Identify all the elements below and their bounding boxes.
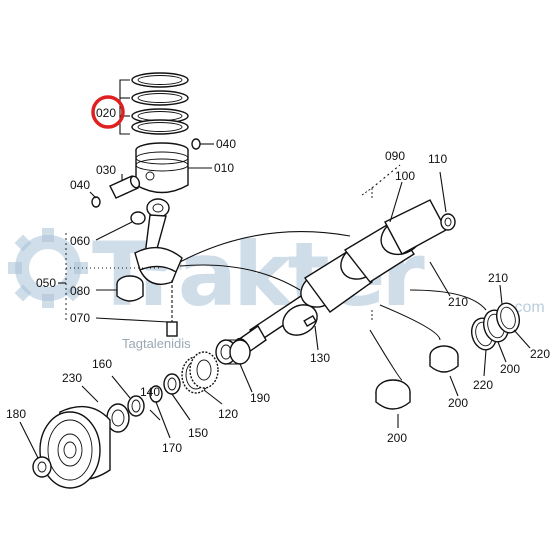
- snap-ring-left: [91, 196, 101, 208]
- callout-020: 020: [96, 106, 116, 120]
- callout-090: 090: [385, 149, 405, 163]
- thrust-assembly: [470, 302, 521, 351]
- crank-collar: [215, 339, 251, 365]
- callout-180: 180: [6, 407, 26, 421]
- callout-200-mid: 200: [448, 396, 468, 410]
- callout-210-center: 210: [448, 295, 468, 309]
- main-bearing-lower: [375, 379, 411, 410]
- callout-220-right: 220: [530, 347, 550, 361]
- rod-bolt: [166, 280, 178, 337]
- callout-110: 110: [428, 152, 447, 166]
- watermark-subtitle: Tagtalenidis: [122, 336, 191, 351]
- callout-130: 130: [310, 351, 330, 365]
- callout-140: 140: [140, 385, 160, 399]
- washer-150: [163, 373, 181, 395]
- callout-120: 120: [218, 407, 238, 421]
- rod-bearing: [116, 275, 144, 302]
- callout-050: 050: [36, 276, 56, 290]
- main-bearing-mid: [429, 345, 459, 373]
- oil-seal-160: [106, 403, 130, 433]
- callout-070: 070: [70, 311, 90, 325]
- crank-gear: [181, 351, 219, 394]
- piston: [135, 142, 189, 194]
- callout-150: 150: [188, 426, 208, 440]
- crank-plug: [440, 213, 456, 231]
- callout-170: 170: [162, 441, 182, 455]
- callout-230-label: 230: [62, 371, 82, 385]
- assembly-arc: [179, 231, 351, 263]
- pulley-nut: [32, 456, 52, 478]
- crank-key: [303, 314, 317, 328]
- callout-190: 190: [250, 391, 270, 405]
- callout-220-left: 220: [473, 378, 493, 392]
- connecting-rod: [134, 198, 183, 285]
- piston-pin: [109, 175, 141, 199]
- callout-200-right: 200: [500, 362, 520, 376]
- callout-200-bottom: 200: [387, 431, 407, 445]
- callout-080: 080: [70, 284, 90, 298]
- crankshaft: [234, 199, 447, 357]
- callout-010: 010: [214, 161, 234, 175]
- highlight-ring: [91, 95, 125, 129]
- rings-bracket: [119, 79, 130, 135]
- watermark-domain: .com: [510, 299, 545, 316]
- callout-060: 060: [70, 234, 90, 248]
- crank-pulley: [39, 405, 111, 489]
- callout-210-right: 210: [488, 271, 508, 285]
- callout-040-top: 040: [216, 137, 236, 151]
- bushing: [130, 211, 146, 225]
- callout-100: 100: [395, 169, 415, 183]
- piston-rings: [131, 72, 189, 135]
- snap-ring: [191, 138, 201, 150]
- callout-160: 160: [92, 357, 112, 371]
- callout-040-left: 040: [70, 178, 90, 192]
- callout-030: 030: [96, 163, 116, 177]
- collar-140: [127, 395, 145, 417]
